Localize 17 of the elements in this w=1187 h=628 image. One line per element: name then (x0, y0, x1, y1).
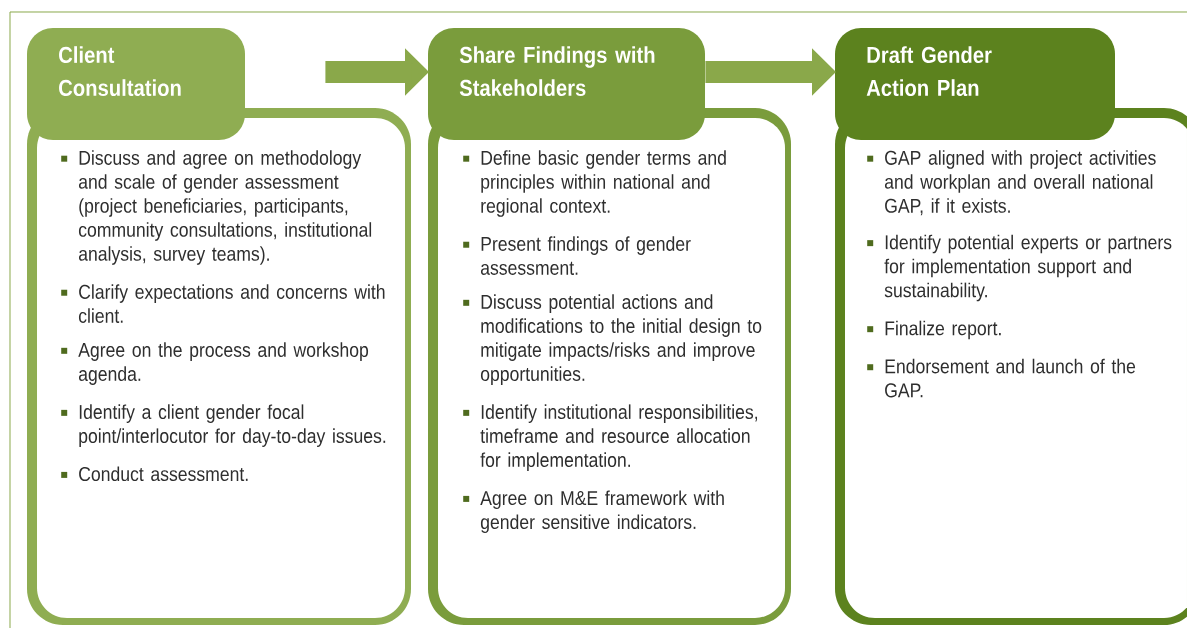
heading-tab: Share Findings with Stakeholders (428, 28, 705, 140)
bullet-item: GAP aligned with project activities and workplan and overall national GAP, if it exists. (867, 150, 1156, 216)
bullet-item: Identify a client gender focal point/interlocutor for day-to-day issues. (61, 404, 386, 447)
bullet-item: Discuss potential actions and modifications to the initial design to mitigate impacts/risks and improve opportunities. (463, 294, 762, 385)
bullet-item: Present findings of gender assessment. (463, 236, 691, 275)
bullet-item: Define basic gender terms and principles within national and regional context. (463, 150, 726, 217)
bullet-item: Discuss and agree on methodology and scale of gender assessment (project beneficiaries, participants, community consultations, institutional analysis, survey teams). (61, 150, 372, 265)
bullet-item: Clarify expectations and concerns with client. (61, 284, 385, 323)
heading-tab: Client Consultation (27, 28, 245, 140)
bullet-item: Identify potential experts or partners for implementation support and sustainability. (867, 234, 1172, 302)
bullet-item: Agree on the process and workshop agenda. (61, 342, 369, 385)
bullet-item: Conduct assessment. (61, 466, 248, 482)
bullet-item: Agree on M&E framework with gender sensitive indicators. (463, 490, 724, 534)
bullet-item: Identify institutional responsibilities, timeframe and resource allocation for implementation. (463, 404, 757, 471)
bullet-item: Endorsement and launch of the GAP. (867, 358, 1136, 398)
heading-tab: Draft Gender Action Plan (835, 28, 1115, 140)
bullet-item: Finalize report. (867, 320, 1001, 340)
